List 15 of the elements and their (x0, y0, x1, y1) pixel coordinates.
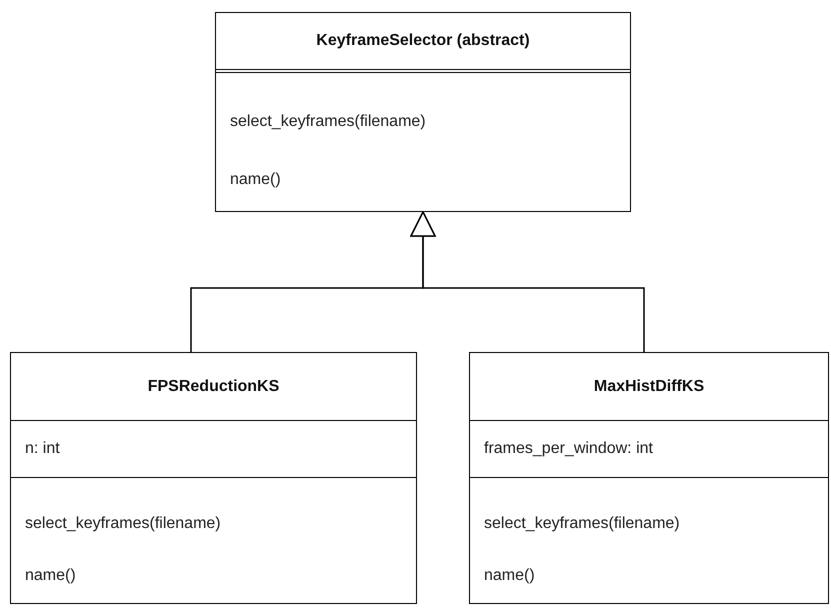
member-text: select_keyframes(filename) (25, 515, 221, 533)
class-box (10, 352, 417, 604)
member-text: name() (230, 171, 281, 189)
member-text: frames_per_window: int (484, 440, 653, 458)
member-text: select_keyframes(filename) (484, 515, 680, 533)
member-text: n: int (25, 440, 60, 458)
member-text: name() (25, 567, 76, 585)
class-box (215, 12, 631, 212)
member-text: name() (484, 567, 535, 585)
class-name: FPSReductionKS (148, 378, 280, 396)
class-box (469, 352, 829, 604)
member-text: select_keyframes(filename) (230, 113, 426, 131)
inheritance-arrow (410, 211, 645, 352)
class-name: MaxHistDiffKS (594, 378, 704, 396)
class-name: KeyframeSelector (abstract) (316, 32, 530, 50)
